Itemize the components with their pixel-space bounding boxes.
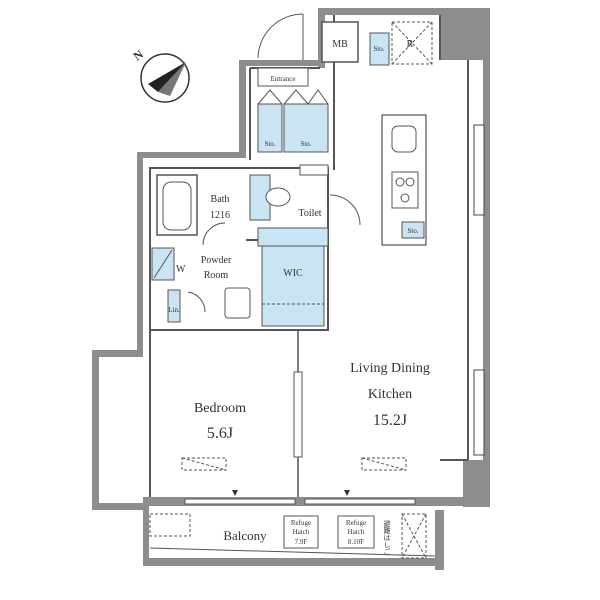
balcony-windows — [184, 490, 416, 505]
right-windows — [473, 124, 485, 456]
toilet-label: Toilet — [298, 208, 321, 219]
ldk-label-2: Kitchen — [368, 387, 412, 402]
washer-label: W — [176, 264, 186, 275]
refuge1-line1: Refuge — [291, 519, 311, 527]
bedroom-size: 5.6J — [207, 425, 233, 442]
bedroom-label: Bedroom — [194, 401, 246, 416]
mb-label: MB — [332, 39, 348, 50]
north-compass-icon: N — [131, 47, 190, 103]
refuge1-line3: 7.9F — [295, 538, 308, 546]
powder-room: W Powder Room Lin. — [151, 247, 251, 323]
living-dining-kitchen: Living Dining Kitchen 15.2J — [350, 361, 430, 471]
linen-label: Lin. — [168, 306, 180, 314]
exterior-walls — [92, 8, 490, 570]
kitchen-counter: Sto. — [381, 114, 427, 246]
refuge2-line3: 8.10F — [348, 538, 364, 546]
bath-label: Bath — [211, 194, 230, 205]
refrigerator-space: R — [391, 21, 433, 65]
balcony: Balcony Refuge Hatch 7.9F Refuge Hatch 8… — [149, 513, 436, 559]
wic-label: WIC — [283, 268, 303, 279]
refuge1-line2: Hatch — [293, 528, 310, 536]
storage1-label: Sto. — [264, 140, 275, 148]
refuge2-line2: Hatch — [348, 528, 365, 536]
walk-in-closet: WIC — [257, 227, 329, 327]
entrance-label: Entrance — [271, 75, 296, 83]
storage-top-label: Sto. — [373, 45, 384, 53]
bedroom: Bedroom 5.6J — [181, 401, 246, 471]
refrigerator-label: R — [407, 39, 414, 50]
balcony-label: Balcony — [223, 528, 267, 543]
storage-top: Sto. — [369, 32, 390, 66]
ladder-label: 避難はしご — [383, 519, 391, 555]
powder-label-1: Powder — [201, 255, 232, 266]
entrance: Entrance — [257, 13, 309, 87]
toilet-room: Toilet — [249, 164, 361, 226]
bathroom: Bath 1216 — [156, 174, 230, 246]
bath-size: 1216 — [210, 210, 230, 221]
mb-closet: MB — [321, 21, 359, 63]
ldk-label-1: Living Dining — [350, 361, 430, 376]
kitchen-storage-label: Sto. — [407, 227, 418, 235]
storage2-label: Sto. — [300, 140, 311, 148]
powder-label-2: Room — [204, 270, 229, 281]
entrance-storage: Sto. Sto. — [257, 89, 329, 153]
sliding-partition — [293, 330, 303, 497]
ldk-size: 15.2J — [373, 412, 407, 429]
refuge2-line1: Refuge — [346, 519, 366, 527]
